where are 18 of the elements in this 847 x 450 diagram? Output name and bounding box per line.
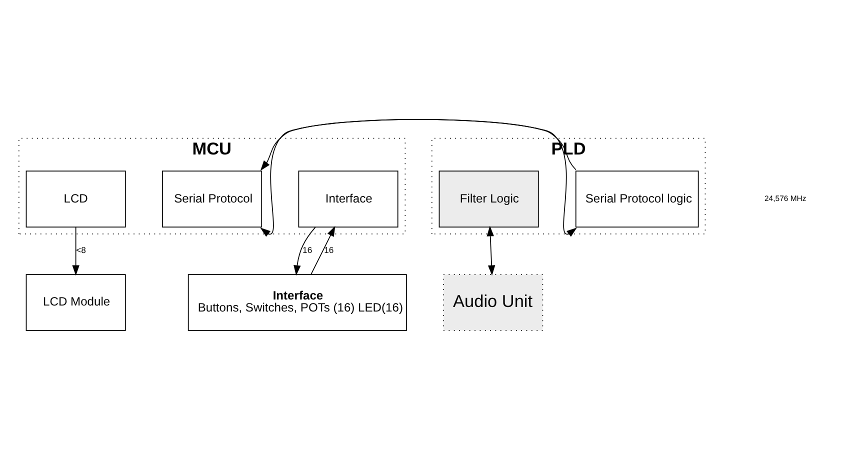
edge-label: <8 <box>76 244 86 255</box>
node-box: Serial Protocol <box>162 170 262 228</box>
node-box: Interface Buttons, Switches, POTs (16) LED(16) <box>188 274 407 331</box>
node-box: Filter Logic <box>438 170 539 228</box>
arrow <box>260 119 576 171</box>
node-box: Serial Protocol logic <box>575 170 699 228</box>
arrow <box>72 226 80 276</box>
node-box: Interface <box>298 170 398 228</box>
label: 24,576 MHz <box>764 194 806 203</box>
node-box: LCD <box>26 170 126 228</box>
arrow <box>294 226 316 276</box>
arrow <box>260 119 577 237</box>
arrow <box>486 226 496 276</box>
arrow <box>310 226 336 275</box>
node-box: LCD Module <box>26 274 126 331</box>
edge-label: 16 <box>302 244 312 255</box>
edge-label: 16 <box>324 244 334 255</box>
node-box: Audio Unit <box>443 274 544 331</box>
